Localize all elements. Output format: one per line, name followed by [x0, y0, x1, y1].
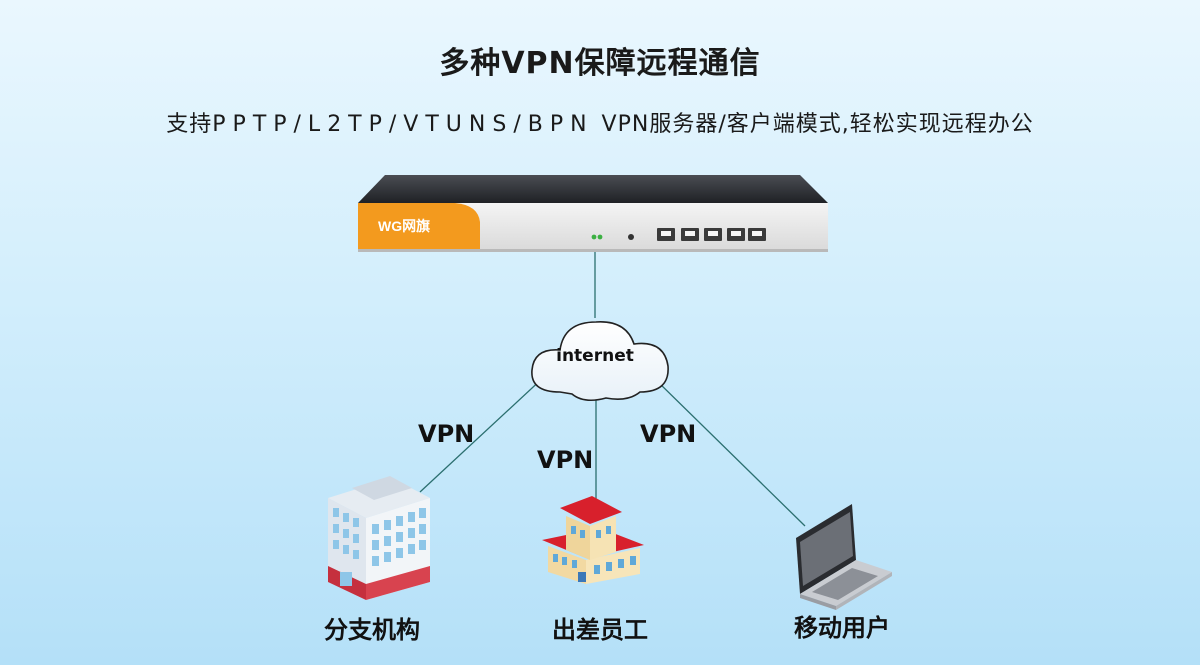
subtitle-post: VPN服务器/客户端模式,轻松实现远程办公 — [593, 112, 1034, 137]
cloud-label: internet — [556, 346, 634, 366]
laptop-icon — [796, 504, 892, 610]
subtitle-protocols: PPTP/L2TP/VTUNS/BPN — [212, 112, 594, 137]
node-label-mobile: 移动用户 — [794, 614, 890, 642]
status-led-icon — [597, 234, 603, 240]
router-brand-logo: WG网旗 — [378, 218, 430, 234]
router-top — [358, 175, 828, 203]
hotel-building-icon — [542, 496, 644, 584]
reset-button-icon — [628, 234, 634, 240]
vpn-label-mobile: VPN — [640, 420, 697, 448]
vpn-label-branch: VPN — [418, 420, 475, 448]
router-device: WG网旗 — [358, 175, 828, 252]
page-subtitle: 支持PPTP/L2TP/VTUNS/BPN VPN服务器/客户端模式,轻松实现远… — [0, 106, 1200, 138]
line-cloud-branch — [419, 375, 546, 493]
subtitle-pre: 支持 — [166, 112, 213, 137]
office-building-icon — [328, 476, 430, 600]
node-label-branch: 分支机构 — [324, 616, 420, 644]
line-cloud-mobile — [655, 379, 806, 527]
router-orange-panel — [358, 203, 480, 252]
router-bottom-edge — [358, 249, 828, 252]
vpn-label-travel: VPN — [537, 446, 594, 474]
internet-cloud-icon — [531, 321, 669, 402]
connection-lines — [419, 252, 806, 527]
node-label-travel: 出差员工 — [552, 616, 648, 644]
power-led-icon — [591, 234, 597, 240]
page-title: 多种VPN保障远程通信 — [439, 46, 761, 81]
